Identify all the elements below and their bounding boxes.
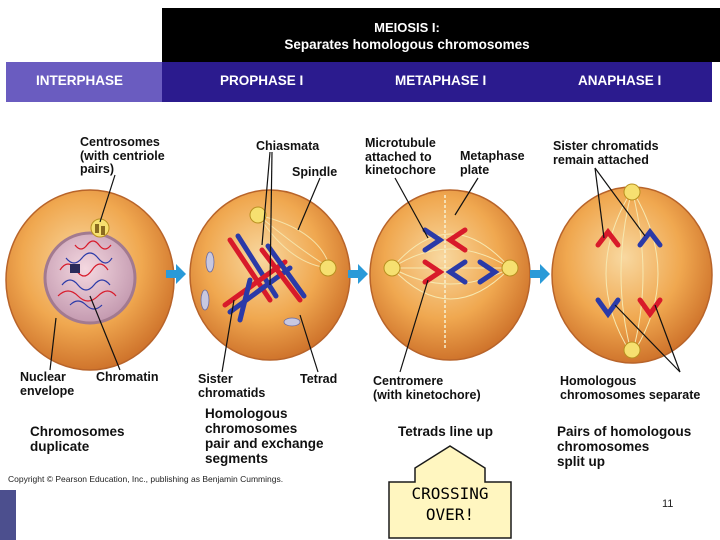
caption-metaphase: Tetrads line up	[398, 424, 494, 439]
label-chromatin: Chromatin	[96, 370, 159, 384]
crossing-over-callout	[388, 445, 512, 539]
anaphase-cell	[551, 183, 713, 364]
left-accent-bar	[0, 490, 16, 540]
metaphase-cell	[369, 189, 531, 361]
title-line-2: Separates homologous chromosomes	[284, 37, 530, 52]
label-spindle: Spindle	[292, 165, 338, 179]
label-centromere: Centromere(with kinetochore)	[373, 374, 481, 402]
phase-label-prophase: PROPHASE I	[220, 73, 304, 88]
copyright-text: Copyright © Pearson Education, Inc., pub…	[8, 474, 284, 484]
phase-label-anaphase: ANAPHASE I	[578, 73, 662, 88]
crossing-over-text: CROSSING OVER!	[411, 484, 489, 524]
interphase-cell	[5, 189, 175, 371]
arrow-icons	[166, 264, 550, 284]
phase-label-interphase: INTERPHASE	[36, 73, 124, 88]
title-line-1: MEIOSIS I:	[374, 20, 440, 35]
label-tetrad: Tetrad	[300, 372, 338, 386]
label-chiasmata: Chiasmata	[256, 139, 320, 153]
phase-interphase-tab	[6, 62, 162, 102]
centrosome-icon	[90, 218, 110, 238]
phase-label-metaphase: METAPHASE I	[395, 73, 487, 88]
page-number: 11	[662, 498, 674, 510]
title-bar: MEIOSIS I: Separates homologous chromoso…	[162, 8, 720, 62]
